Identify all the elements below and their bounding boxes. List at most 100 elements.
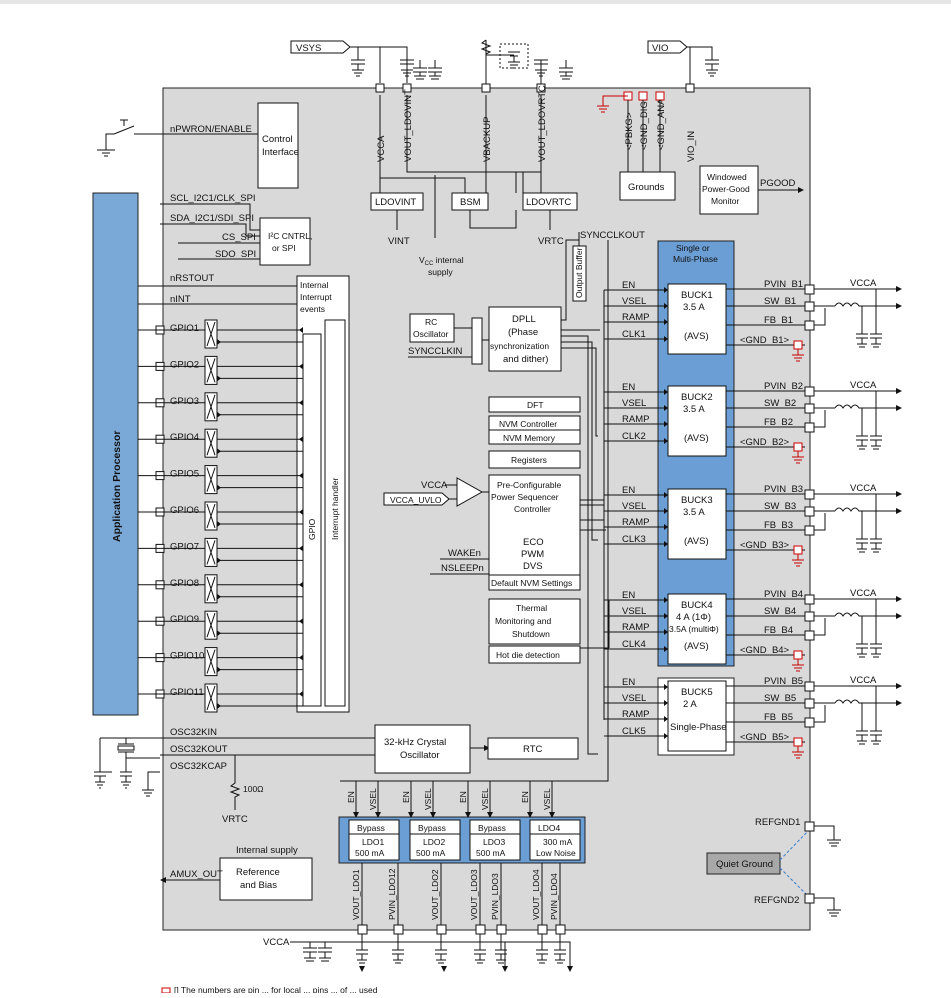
svg-text:Thermal: Thermal: [516, 603, 547, 613]
ldo-block: [409, 819, 461, 861]
crystal-oscillator-block: 32-kHz Crystal Oscillator: [374, 724, 471, 774]
pin-sda: SDA_I2C1/SDI_SPI: [170, 213, 254, 224]
refgnd1-label: REFGND1: [755, 817, 800, 828]
pin-cs: CS_SPI: [222, 232, 256, 243]
buck-converter-block: [667, 488, 727, 560]
buck-pin-label: <GND_B4>: [740, 645, 790, 656]
pin-top: [375, 83, 385, 93]
buck-ctrl-label: EN: [622, 590, 635, 601]
ldo-ctrl-label: VSEL: [480, 788, 490, 810]
gpio-label: GPIO9: [170, 614, 199, 625]
nvm-memory-block: NVM Memory: [488, 429, 581, 445]
vint-cap-icon: [400, 47, 414, 77]
svg-text:NVM Controller: NVM Controller: [499, 419, 557, 429]
bottom-pin-label: PVIN_LDO12: [387, 868, 397, 920]
gpio-label: GPIO7: [170, 541, 199, 552]
dpll-block: DPLL (Phase synchronization and dither): [488, 306, 562, 372]
svg-text:BUCK5: BUCK5: [681, 687, 713, 698]
buck-pin-label: FB_B5: [764, 712, 793, 723]
buck-pin-label: PVIN_B5: [764, 676, 803, 687]
svg-text:Registers: Registers: [511, 455, 547, 465]
pgood-label: PGOOD: [760, 178, 796, 189]
svg-text:BSM: BSM: [460, 197, 481, 208]
gpio-label: GPIO3: [170, 396, 199, 407]
svg-text:and dither): and dither): [503, 354, 548, 365]
svg-text:LDOVRTC: LDOVRTC: [526, 197, 571, 208]
power-button-icon: [97, 119, 160, 157]
buck-pin-label: SW_B4: [764, 606, 796, 617]
svg-text:Application Processor: Application Processor: [111, 431, 123, 542]
svg-text:4 A (1Φ): 4 A (1Φ): [676, 612, 711, 623]
buck-ctrl-label: RAMP: [622, 622, 649, 633]
svg-text:DVS: DVS: [523, 561, 543, 572]
pin-sdo: SDO_SPI: [215, 249, 256, 260]
svg-text:500 mA: 500 mA: [355, 848, 385, 858]
svg-text:2 A: 2 A: [683, 699, 697, 710]
svg-text:Grounds: Grounds: [628, 182, 665, 193]
buck-ctrl-label: CLK5: [622, 726, 646, 737]
grounds-block: Grounds: [619, 171, 676, 201]
syncclkout-label: SYNCCLKOUT: [580, 230, 645, 241]
ldo-ctrl-label: VSEL: [542, 788, 552, 810]
svg-text:VIO: VIO: [652, 43, 668, 54]
svg-text:3.5 A: 3.5 A: [683, 302, 705, 313]
pin-top-label: VOUT_LDOVRTC: [537, 85, 548, 162]
output-buffer-block: Output Buffer: [572, 245, 587, 302]
buck-pin-label: <GND_B1>: [740, 335, 790, 346]
svg-text:VSYS: VSYS: [296, 43, 321, 54]
buck-pin-label: <GND_B2>: [740, 437, 790, 448]
svg-text:Interrupt handler: Interrupt handler: [330, 477, 340, 540]
pgood-monitor-block: Windowed Power-Good Monitor: [699, 165, 759, 215]
svg-text:I²C CNTRL,: I²C CNTRL,: [268, 231, 312, 241]
pin-top: [685, 83, 695, 93]
svg-text:Oscillator: Oscillator: [413, 329, 449, 339]
svg-text:Quiet Ground: Quiet Ground: [716, 859, 773, 870]
hot-die-block: Hot die detection: [488, 645, 581, 664]
resistor-label: 100Ω: [243, 784, 264, 794]
svg-text:PWM: PWM: [521, 549, 544, 560]
gpio-label: GPIO4: [170, 432, 199, 443]
svg-text:BUCK3: BUCK3: [681, 495, 713, 506]
vcca-out-label: VCCA: [850, 675, 877, 686]
pin-top-label: VCCA: [376, 135, 387, 162]
svg-text:Default NVM Settings: Default NVM Settings: [491, 578, 572, 588]
mux-icon: [471, 317, 483, 365]
svg-text:BUCK1: BUCK1: [681, 290, 713, 301]
svg-text:Single or: Single or: [676, 243, 710, 253]
interrupt-block: Internal Interrupt events GPIO Interrupt…: [296, 275, 350, 713]
svg-text:GPIO: GPIO: [307, 518, 317, 540]
ldo-ctrl-label: EN: [346, 791, 356, 803]
bottom-pin-label: VOUT_LDO3: [469, 869, 479, 920]
vcca-uvlo-label: VCCA_UVLO: [383, 492, 450, 506]
svg-text:LDOVINT: LDOVINT: [375, 197, 416, 208]
vcca-bottom-label: VCCA: [263, 937, 290, 948]
application-processor: Application Processor: [92, 192, 139, 716]
ldo-block: [348, 819, 400, 861]
gpio-label: GPIO1: [170, 323, 199, 334]
svg-text:Controller: Controller: [514, 504, 551, 514]
pin-top-label: <GND_DIG>: [639, 95, 650, 150]
ldo-block: [529, 819, 581, 861]
pin-npwron: nPWRON/ENABLE: [170, 124, 252, 135]
bsm-block: BSM: [451, 192, 489, 211]
buck-pin-label: PVIN_B1: [764, 279, 803, 290]
vsys-label: VSYS: [290, 40, 351, 54]
bottom-pin: [393, 924, 404, 935]
gpio-label: GPIO2: [170, 359, 199, 370]
svg-text:Bypass: Bypass: [357, 823, 385, 833]
svg-text:3.5A (multiΦ): 3.5A (multiΦ): [669, 624, 719, 634]
svg-text:Interface: Interface: [262, 147, 299, 158]
ldovint-block: LDOVINT: [370, 192, 424, 211]
bottom-pin-label: VOUT_LDO2: [430, 869, 440, 920]
pin-top-label: <PBKG>: [624, 112, 635, 150]
buck-pin-label: SW_B1: [764, 296, 796, 307]
buck-pin-label: <GND_B5>: [740, 732, 790, 743]
svg-text:BUCK2: BUCK2: [681, 392, 713, 403]
buck-pin-label: SW_B2: [764, 398, 796, 409]
pin-top-label: VIO_IN: [686, 131, 697, 162]
pin-scl: SCL_I2C1/CLK_SPI: [170, 193, 256, 204]
svg-text:RC: RC: [425, 317, 437, 327]
buck-pin-label: <GND_B3>: [740, 540, 790, 551]
svg-text:Oscillator: Oscillator: [400, 750, 440, 761]
svg-text:Output Buffer: Output Buffer: [574, 247, 584, 298]
